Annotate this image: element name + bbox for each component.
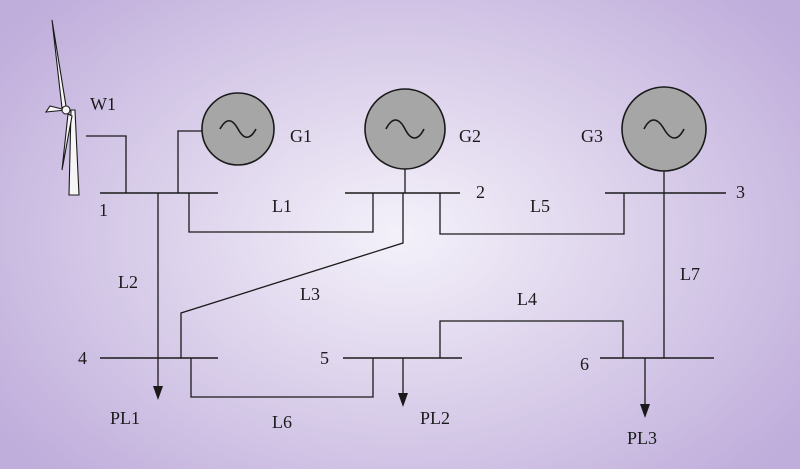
line-l4 [439, 320, 624, 358]
wind-turbine-connection [86, 135, 127, 193]
bus-3-label: 3 [736, 182, 745, 202]
bus-4-label: 4 [78, 348, 87, 368]
load-pl3-label: PL3 [627, 428, 657, 448]
generator-g3 [621, 86, 707, 172]
line-l5-label: L5 [530, 196, 550, 216]
line-l1-label: L1 [272, 196, 292, 216]
line-l6-label: L6 [272, 412, 292, 432]
line-l5 [439, 193, 625, 235]
g1-connection [177, 130, 202, 193]
generator-g1-label: G1 [290, 126, 312, 146]
line-l4-label: L4 [517, 289, 537, 309]
load-pl1-label: PL1 [110, 408, 140, 428]
line-l2-label: L2 [118, 272, 138, 292]
line-l3 [180, 193, 404, 358]
generator-g1 [201, 92, 275, 166]
wind-turbine-label: W1 [90, 94, 116, 114]
bus-1-label: 1 [99, 200, 108, 220]
generator-g2-label: G2 [459, 126, 481, 146]
load-pl2-label: PL2 [420, 408, 450, 428]
bus-5-label: 5 [320, 348, 329, 368]
load-pl3-arrow [640, 358, 650, 418]
bus-6-label: 6 [580, 354, 589, 374]
generator-g3-label: G3 [581, 126, 603, 146]
line-l3-label: L3 [300, 284, 320, 304]
line-l7-label: L7 [680, 264, 700, 284]
line-l1 [188, 193, 374, 233]
load-pl2-arrow [398, 358, 408, 407]
bus-2-label: 2 [476, 182, 485, 202]
wind-turbine-icon [44, 19, 80, 196]
line-l6 [190, 358, 374, 398]
load-pl1-arrow [153, 358, 163, 400]
generator-g2 [364, 88, 446, 170]
